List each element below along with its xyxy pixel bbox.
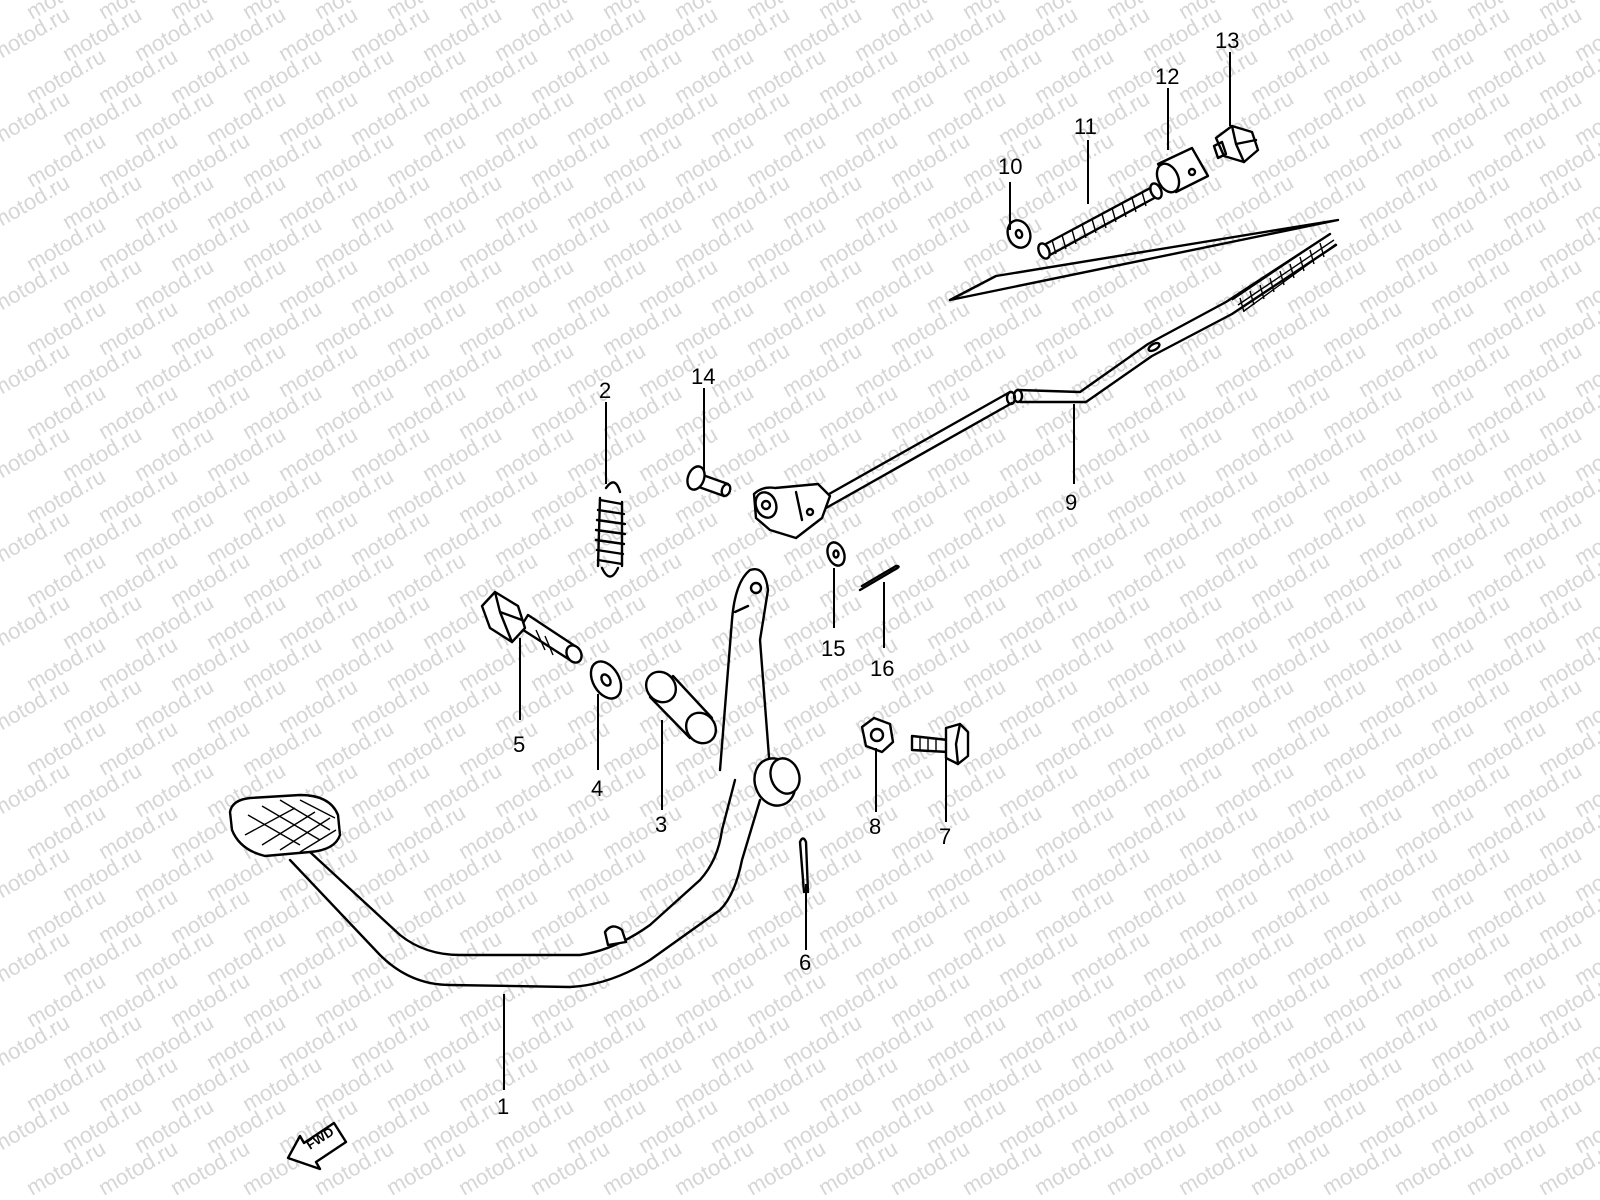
callout-16: 16 — [870, 656, 894, 681]
callout-14: 14 — [691, 364, 715, 389]
washer-4[interactable] — [585, 656, 628, 704]
cotter-pin-16[interactable] — [858, 564, 900, 592]
callout-12: 12 — [1155, 64, 1179, 89]
washer-10[interactable] — [1004, 217, 1034, 251]
leader-lines — [503, 52, 1231, 1090]
callout-5: 5 — [513, 732, 525, 757]
callout-13: 13 — [1215, 28, 1239, 53]
washer-15[interactable] — [824, 540, 847, 568]
callout-9: 9 — [1065, 490, 1077, 515]
adjusting-nut[interactable] — [1212, 124, 1260, 164]
brake-rod[interactable] — [752, 218, 1340, 540]
callout-10: 10 — [998, 154, 1022, 179]
return-spring[interactable] — [594, 481, 627, 578]
callout-8: 8 — [869, 814, 881, 839]
sleeve[interactable] — [640, 666, 722, 750]
bolt-7[interactable] — [910, 722, 970, 766]
adjuster-joint[interactable] — [1153, 146, 1210, 196]
callout-7: 7 — [939, 824, 951, 849]
callout-numbers: 1 2 3 4 5 6 7 8 9 10 11 12 13 14 15 16 — [497, 28, 1239, 1119]
callout-4: 4 — [591, 776, 603, 801]
joint-pin[interactable] — [684, 464, 732, 498]
adjuster-spring[interactable] — [1036, 182, 1164, 261]
pivot-bolt[interactable] — [480, 590, 585, 665]
brake-pedal[interactable] — [228, 568, 804, 989]
callout-15: 15 — [821, 636, 845, 661]
callout-3: 3 — [655, 812, 667, 837]
cotter-pin-6[interactable] — [798, 837, 810, 894]
callout-2: 2 — [599, 378, 611, 403]
callout-6: 6 — [799, 950, 811, 975]
nut-8[interactable] — [860, 716, 895, 754]
callout-1: 1 — [497, 1094, 509, 1119]
callout-11: 11 — [1074, 114, 1097, 139]
